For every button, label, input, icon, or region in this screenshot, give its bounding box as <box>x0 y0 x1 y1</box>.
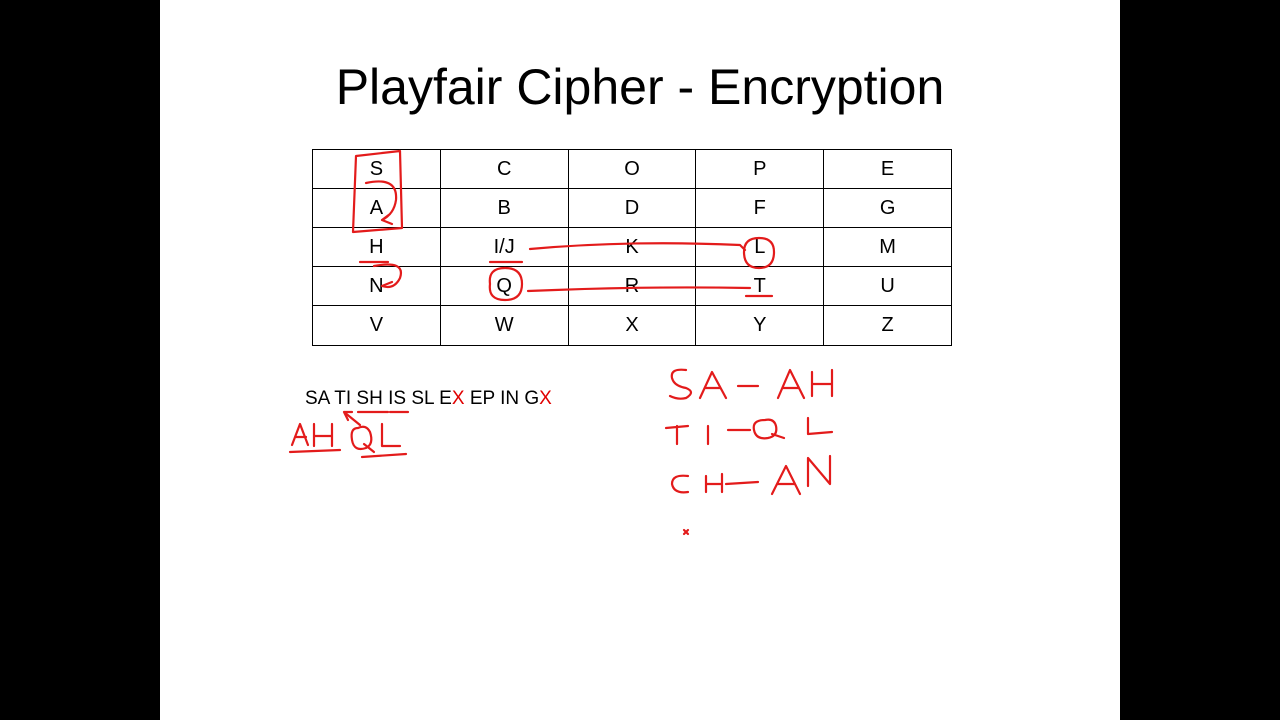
ink-glyph <box>770 464 802 496</box>
ink-glyph <box>380 422 402 448</box>
ink-glyph <box>350 425 376 454</box>
ink-glyph <box>698 370 728 400</box>
matrix-cell: Z <box>823 305 952 346</box>
ink-underline <box>288 448 342 454</box>
ink-glyph <box>806 454 832 488</box>
ink-glyph <box>312 422 334 448</box>
plaintext-digraphs: SA TI SH IS SL EX EP IN GX <box>305 388 552 410</box>
ink-glyph <box>704 472 724 494</box>
matrix-cell: D <box>567 188 697 228</box>
slide-title: Playfair Cipher - Encryption <box>335 59 945 115</box>
matrix-cell: R <box>567 266 697 306</box>
matrix-row: S C O P E <box>312 149 952 189</box>
matrix-row: V W X Y Z <box>312 305 952 346</box>
ink-dot <box>682 528 690 536</box>
matrix-cell: Y <box>695 305 825 346</box>
matrix-cell: L <box>695 227 825 267</box>
digraph-e-letter: E <box>439 388 452 409</box>
matrix-cell: G <box>823 188 952 228</box>
digraph: SL <box>411 388 434 409</box>
ink-glyph <box>806 416 834 436</box>
ink-arrow-ti <box>342 410 362 427</box>
matrix-cell: M <box>823 227 952 267</box>
ink-glyph <box>752 418 786 440</box>
key-matrix: S C O P E A B D F G H I/J K L M N Q R T … <box>312 149 952 346</box>
digraph: SH <box>356 388 383 409</box>
matrix-cell: Q <box>439 266 569 306</box>
matrix-row: A B D F G <box>312 188 952 228</box>
ink-glyph <box>776 368 806 400</box>
ink-glyph <box>664 424 690 446</box>
matrix-cell: N <box>312 266 441 306</box>
matrix-cell: F <box>695 188 825 228</box>
filler-letter: X <box>451 388 465 409</box>
ink-glyph <box>668 368 693 400</box>
matrix-cell: C <box>439 149 569 189</box>
matrix-cell: B <box>439 188 569 228</box>
digraph: TI <box>334 388 352 409</box>
matrix-cell: S <box>312 149 441 189</box>
matrix-cell: A <box>312 188 441 228</box>
slide: Playfair Cipher - Encryption S C O P E A… <box>160 0 1120 720</box>
filler-letter: X <box>539 388 552 409</box>
digraph: EP IN <box>469 388 520 409</box>
matrix-cell: V <box>312 305 441 346</box>
ink-underline <box>360 452 408 459</box>
matrix-cell: W <box>439 305 569 346</box>
matrix-cell: O <box>567 149 697 189</box>
matrix-cell: E <box>823 149 952 189</box>
ink-glyph <box>724 480 760 486</box>
ink-glyph <box>670 474 690 494</box>
matrix-cell: I/J <box>439 227 569 267</box>
matrix-cell: T <box>695 266 825 306</box>
matrix-cell: U <box>823 266 952 306</box>
digraph-g-letter: G <box>524 388 540 409</box>
digraph: IS <box>388 388 407 409</box>
ink-glyph <box>290 422 310 447</box>
matrix-cell: H <box>312 227 441 267</box>
matrix-cell: X <box>567 305 697 346</box>
ink-glyph <box>810 368 834 398</box>
matrix-row: H I/J K L M <box>312 227 952 267</box>
matrix-cell: P <box>695 149 825 189</box>
digraph: SA <box>305 388 330 409</box>
matrix-cell: K <box>567 227 697 267</box>
matrix-row: N Q R T U <box>312 266 952 306</box>
